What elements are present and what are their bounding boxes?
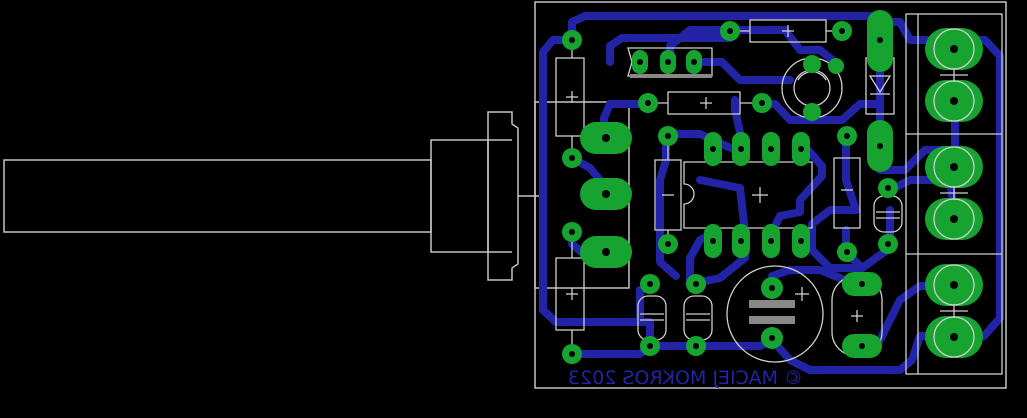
drill-holes xyxy=(569,28,958,357)
resistor-outline xyxy=(555,257,585,331)
capacitor-body xyxy=(749,300,795,308)
trace xyxy=(656,130,670,244)
electrolytic-capacitor-outline xyxy=(726,265,824,363)
transistor-flat xyxy=(630,74,712,78)
pad xyxy=(803,103,821,121)
copyright-credit: © MACIEJ MOKROS 2023 xyxy=(568,367,803,389)
pad xyxy=(828,58,844,74)
capacitor-body xyxy=(749,316,795,324)
trace xyxy=(539,36,644,326)
potentiometer-nut xyxy=(487,111,519,281)
trace xyxy=(691,58,794,84)
resistor-outline xyxy=(833,157,861,229)
board-outline xyxy=(534,1,1007,389)
terminal-block-outline xyxy=(905,13,1003,375)
pad xyxy=(803,55,821,73)
ic-outline xyxy=(683,161,813,229)
silkscreen xyxy=(555,13,1003,375)
resistor-outline xyxy=(555,57,585,137)
terminal-screws xyxy=(933,28,975,358)
trace xyxy=(696,176,749,236)
trace xyxy=(768,146,826,236)
diode-symbol xyxy=(868,75,892,94)
